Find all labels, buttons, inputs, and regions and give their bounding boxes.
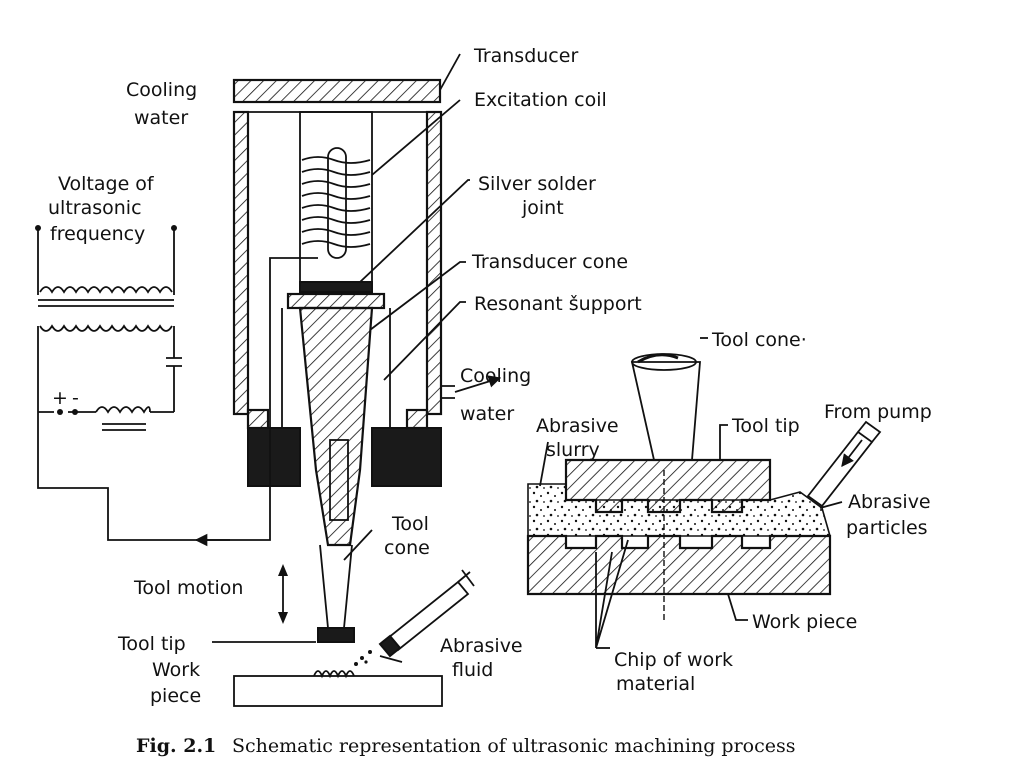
housing-top-cap xyxy=(232,78,442,104)
pump-nozzle xyxy=(806,420,882,508)
label-work-piece-left-2: piece xyxy=(150,685,201,707)
label-chip-2: material xyxy=(616,673,695,695)
abrasive-slurry xyxy=(527,483,832,537)
label-tool-motion: Tool motion xyxy=(133,577,243,599)
label-from-pump: From pump xyxy=(824,401,932,423)
leader-lines xyxy=(212,53,470,663)
label-abrasive-fluid-1: Abrasive xyxy=(440,635,523,657)
silver-solder-joint xyxy=(299,281,373,293)
transformer-primary xyxy=(39,286,173,294)
label-abrasive-slurry-2: slurry xyxy=(546,439,600,461)
label-chip-1: Chip of work xyxy=(614,649,733,671)
housing-right-wall xyxy=(425,110,443,416)
transducer-cone xyxy=(298,306,374,547)
label-abrasive-fluid-2: fluid xyxy=(452,659,493,681)
excitation-coil xyxy=(301,147,371,259)
transducer-head xyxy=(232,78,502,707)
label-abrasive-particles-1: Abrasive xyxy=(848,491,931,513)
support-rails xyxy=(281,308,391,428)
label-abrasive-slurry-1: Abrasive xyxy=(536,415,619,437)
label-voltage-1: Voltage of xyxy=(58,173,155,195)
label-resonant-support: Resonant šupport xyxy=(474,293,642,315)
label-work-piece-left-1: Work xyxy=(152,659,200,681)
cooling-arrow xyxy=(454,375,502,393)
label-tool-tip-left: Tool tip xyxy=(117,633,186,655)
abrasive-fluid-nozzle xyxy=(354,569,475,666)
label-excitation-coil: Excitation coil xyxy=(474,89,607,111)
housing-left-wall xyxy=(232,110,250,416)
tool-cone-right xyxy=(630,361,701,461)
label-tool-tip-right: Tool tip xyxy=(731,415,800,437)
caption-text: Schematic representation of ultrasonic m… xyxy=(232,735,796,757)
label-transducer-cone: Transducer cone xyxy=(471,251,628,273)
label-plus: + xyxy=(52,387,68,409)
cutting-zone-left xyxy=(313,670,355,679)
work-piece-left xyxy=(233,675,443,707)
label-cooling-right-1: Cooling xyxy=(460,365,531,387)
choke-coil xyxy=(95,406,151,414)
capacitor xyxy=(166,326,182,412)
label-cooling-top-1: Cooling xyxy=(126,79,197,101)
label-work-piece-right: Work piece xyxy=(752,611,857,633)
transformer-secondary xyxy=(39,324,173,332)
label-silver-solder-1: Silver solder xyxy=(478,173,596,195)
bottom-seal-right xyxy=(405,408,429,430)
label-tool-cone-right: Tool cone· xyxy=(711,329,807,351)
label-voltage-3: frequency xyxy=(50,223,145,245)
resonant-support-right xyxy=(371,427,442,487)
excitation-circuit xyxy=(35,225,318,547)
label-cooling-right-2: water xyxy=(460,403,514,425)
caption-figure-number: Fig. 2.1 xyxy=(136,735,216,757)
label-tool-cone-left-1: Tool xyxy=(391,513,429,535)
label-tool-cone-left-2: cone xyxy=(384,537,430,559)
tool-tip-left xyxy=(317,627,355,643)
work-piece-right xyxy=(526,534,832,596)
label-silver-solder-2: joint xyxy=(521,197,564,219)
cone-flange xyxy=(286,292,386,310)
label-voltage-2: ultrasonic xyxy=(48,197,142,219)
label-cooling-top-2: water xyxy=(134,107,188,129)
label-minus: - xyxy=(72,387,79,409)
circuit-wire xyxy=(37,257,318,541)
resonant-support-left xyxy=(247,427,301,487)
label-abrasive-particles-2: particles xyxy=(846,517,928,539)
closeup-view xyxy=(526,337,882,649)
transformer-core xyxy=(38,299,174,307)
cooling-outlet xyxy=(441,385,455,399)
label-transducer: Transducer xyxy=(473,45,578,67)
bottom-seal-left xyxy=(246,408,270,430)
cone-insert xyxy=(329,439,349,521)
